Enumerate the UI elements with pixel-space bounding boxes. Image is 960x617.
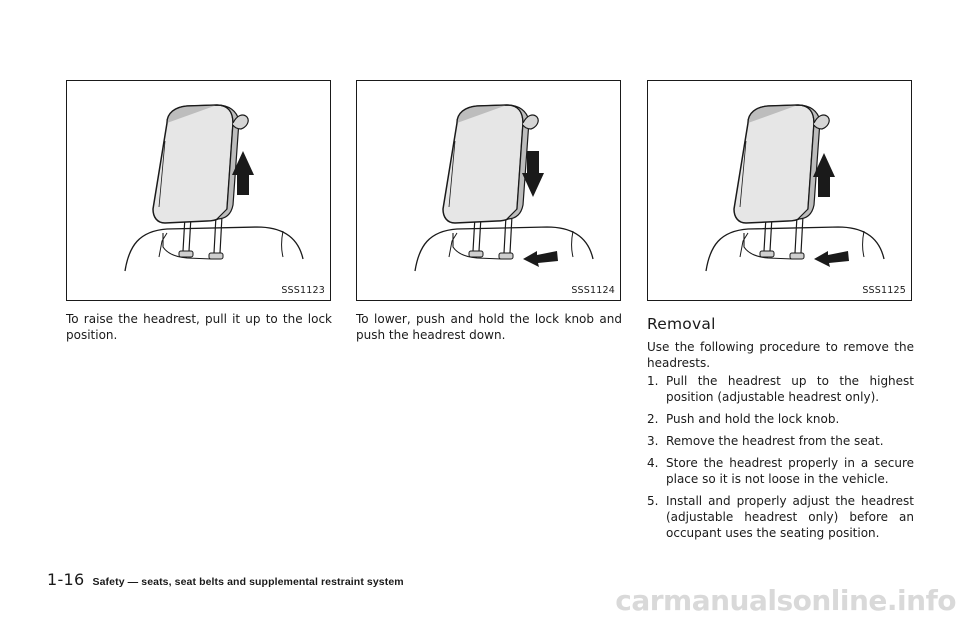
figure-raise-headrest: SSS1123 [66,80,331,301]
list-item: 3. Remove the headrest from the seat. [647,433,914,449]
list-item: 2. Push and hold the lock knob. [647,411,914,427]
arrow-down-icon [522,151,544,197]
removal-intro: Use the following procedure to remove th… [647,340,914,370]
headrest-illustration [705,104,885,272]
figure-code: SSS1123 [281,285,325,296]
list-item: 4. Store the headrest properly in a secur… [647,455,914,487]
list-item: 5. Install and properly adjust the headre… [647,493,914,541]
step-text: Pull the headrest up to the highest posi… [666,374,914,404]
footer-section-title: Safety — seats, seat belts and supplemen… [92,576,404,588]
figure-remove-headrest: SSS1125 [647,80,912,301]
caption-raise: To raise the headrest, pull it up to the… [66,312,332,342]
arrow-up-icon [232,151,254,195]
lock-knob-arrow-icon [523,251,558,267]
step-text: Install and properly adjust the headrest… [666,494,914,540]
arrow-up-icon [813,153,835,197]
figure-code: SSS1125 [862,285,906,296]
page-footer: 1-16 Safety — seats, seat belts and suppl… [47,570,404,589]
step-number: 1. [647,374,659,388]
list-item: 1. Pull the headrest up to the highest po… [647,373,914,405]
step-text: Store the headrest properly in a secure … [666,456,914,486]
removal-steps: 1. Pull the headrest up to the highest po… [647,373,914,547]
figure-lower-headrest: SSS1124 [356,80,621,301]
step-number: 4. [647,456,659,470]
step-number: 2. [647,412,659,426]
step-number: 3. [647,434,659,448]
lock-knob-arrow-icon [814,251,849,267]
watermark: carmanualsonline.info [615,584,956,617]
headrest-illustration [414,104,594,272]
figure-code: SSS1124 [571,285,615,296]
step-text: Push and hold the lock knob. [666,412,840,426]
step-number: 5. [647,494,659,508]
section-title-removal: Removal [647,315,716,333]
step-text: Remove the headrest from the seat. [666,434,884,448]
caption-lower: To lower, push and hold the lock knob an… [356,312,622,342]
page-number: 1-16 [47,570,85,589]
headrest-illustration [124,104,304,272]
